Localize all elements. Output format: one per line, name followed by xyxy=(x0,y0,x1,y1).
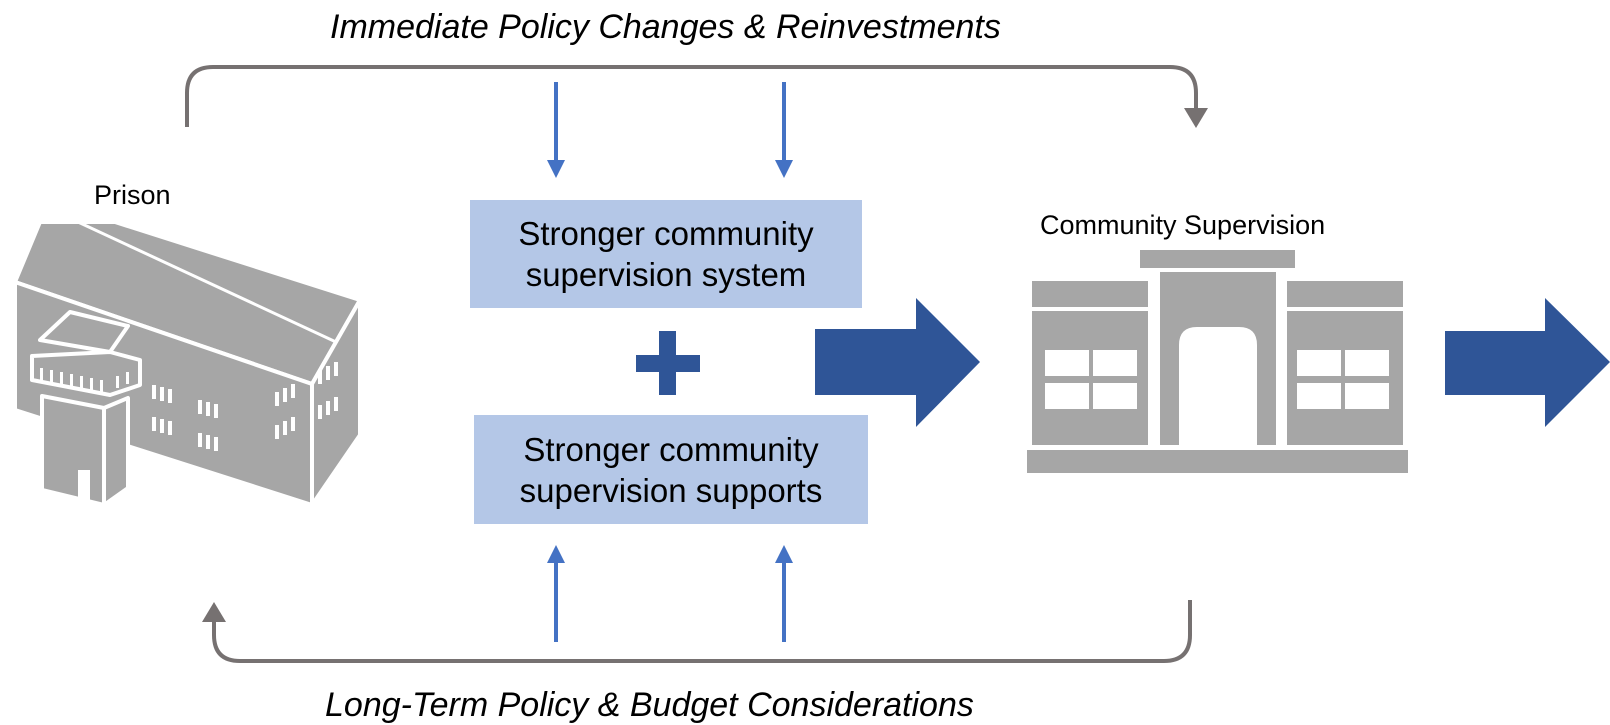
big-arrow-center xyxy=(815,298,980,427)
box-supervision-system: Stronger community supervision system xyxy=(470,200,862,308)
down-arrow-right xyxy=(775,82,793,178)
up-arrow-right xyxy=(775,545,793,642)
prison-building-icon xyxy=(13,220,362,507)
top-loop-label: Immediate Policy Changes & Reinvestments xyxy=(330,8,1001,46)
up-arrow-left xyxy=(547,545,565,642)
top-loop-arrowhead xyxy=(1184,108,1208,128)
top-loop-arrow xyxy=(185,65,1198,127)
community-supervision-building-icon xyxy=(1027,250,1408,473)
box-system-line-1: Stronger community xyxy=(518,215,814,252)
box-supports-line-2: supervision supports xyxy=(519,471,823,509)
bottom-loop-arrow xyxy=(212,600,1192,663)
box-supervision-supports: Stronger community supervision supports xyxy=(474,415,868,524)
down-arrow-left xyxy=(547,82,565,178)
big-arrow-right xyxy=(1445,298,1610,427)
plus-sign xyxy=(636,331,700,395)
prison-label: Prison xyxy=(94,180,171,210)
bottom-loop-label: Long-Term Policy & Budget Considerations xyxy=(325,686,974,724)
bottom-loop-arrowhead xyxy=(202,602,226,622)
community-supervision-label: Community Supervision xyxy=(1040,210,1326,240)
box-supports-line-1: Stronger community xyxy=(523,430,819,468)
box-system-line-2: supervision system xyxy=(525,256,807,293)
